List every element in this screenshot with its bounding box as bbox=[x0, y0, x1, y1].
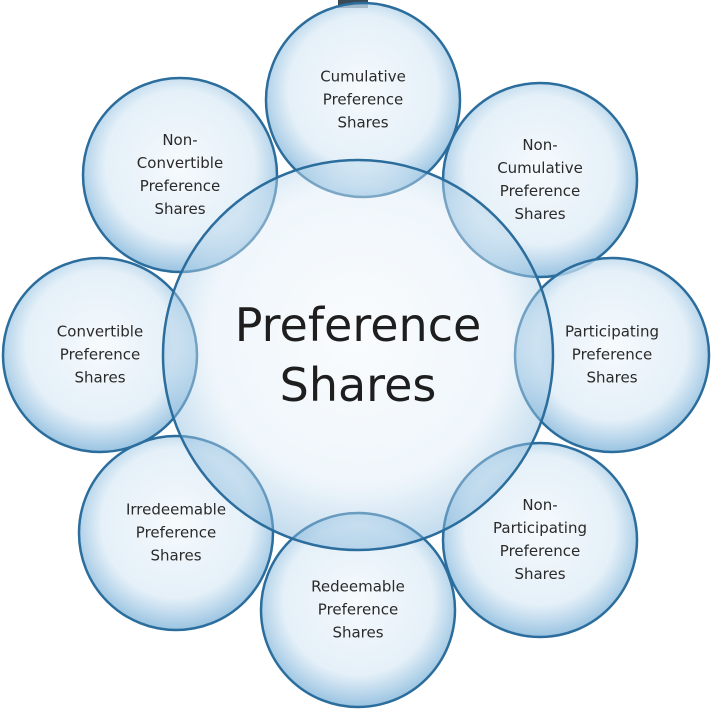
center-title-line1: Preference bbox=[234, 298, 482, 352]
label-line: Participating bbox=[565, 322, 659, 341]
label-line: Shares bbox=[514, 205, 566, 223]
label-line: Convertible bbox=[136, 154, 224, 172]
label-line: Shares bbox=[586, 368, 638, 387]
label-line: Shares bbox=[332, 623, 384, 642]
label-line: Preference bbox=[135, 523, 217, 542]
label-line: Preference bbox=[322, 90, 404, 109]
label-line: Preference bbox=[139, 177, 221, 195]
center-title-line2: Shares bbox=[279, 358, 437, 412]
label-line: Non- bbox=[162, 131, 198, 149]
label-line: Preference bbox=[499, 542, 581, 560]
label-line: Shares bbox=[150, 546, 202, 565]
label-line: Irredeemable bbox=[125, 500, 227, 519]
label-line: Preference bbox=[59, 345, 141, 364]
center-circle bbox=[161, 158, 555, 552]
center-title: Preference Shares bbox=[188, 295, 528, 415]
label-line: Redeemable bbox=[311, 577, 405, 596]
label-line: Convertible bbox=[56, 322, 144, 341]
label-line: Non- bbox=[522, 496, 558, 514]
label-line: Shares bbox=[337, 113, 389, 132]
label-line: Cumulative bbox=[497, 159, 583, 177]
label-line: Cumulative bbox=[320, 67, 406, 86]
label-line: Shares bbox=[514, 565, 566, 583]
label-line: Preference bbox=[571, 345, 653, 364]
label-line: Preference bbox=[317, 600, 399, 619]
label-line: Participating bbox=[493, 519, 587, 537]
label-line: Non- bbox=[522, 136, 558, 154]
label-line: Shares bbox=[74, 368, 126, 387]
label-line: Preference bbox=[499, 182, 581, 200]
label-line: Shares bbox=[154, 200, 206, 218]
